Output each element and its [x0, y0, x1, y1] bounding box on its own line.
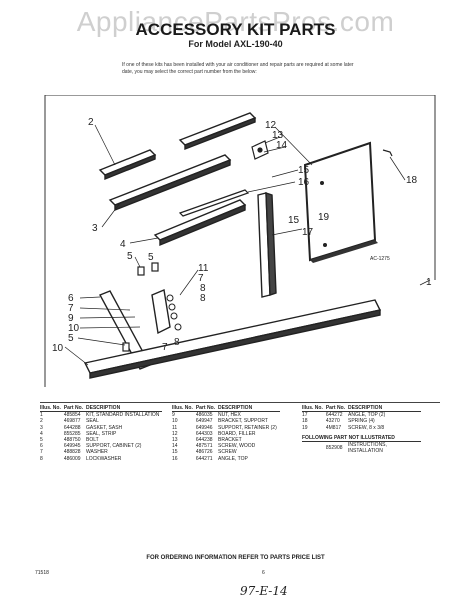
seal-part	[98, 112, 257, 181]
page-subtitle: For Model AXL-190-40	[188, 39, 283, 49]
bolt-part	[122, 262, 159, 352]
callout: 8	[200, 283, 206, 294]
callout: 13	[272, 130, 284, 141]
callout: 7	[68, 303, 74, 314]
ordering-note: FOR ORDERING INFORMATION REFER TO PARTS …	[146, 555, 325, 561]
header-illus: Illus. No.	[40, 405, 64, 413]
vertical-angle-part	[257, 192, 277, 298]
spring-part	[382, 149, 393, 157]
callout: 14	[276, 140, 288, 151]
filler-board-part	[303, 141, 378, 263]
page-title: ACCESSORY KIT PARTS	[135, 20, 336, 39]
page-number: 6	[262, 570, 265, 576]
callout: 15	[288, 215, 300, 226]
callout: 15	[298, 165, 310, 176]
callout: 8	[200, 293, 206, 304]
watermark: AppliancePartsPros.com	[76, 6, 395, 37]
callout: 1	[426, 277, 432, 288]
callout: 10	[68, 323, 80, 334]
callout: 16	[298, 177, 310, 188]
header-part: Part No.	[63, 405, 87, 413]
callout: 5	[127, 251, 133, 262]
diagram-frame	[45, 95, 436, 280]
support-bracket-part	[83, 299, 382, 379]
header-desc: DESCRIPTION	[348, 405, 422, 413]
callout: 5	[68, 333, 74, 344]
callout: 7	[162, 342, 168, 353]
exploded-diagram: 2 3 4 5 5 11 7 8 8 6 7 9 10 5 10 7 8 12 …	[40, 95, 440, 395]
callout: 9	[68, 313, 74, 324]
callout: 12	[265, 120, 277, 131]
header-part: Part No.	[325, 405, 349, 413]
intro-note: If one of these kits has been installed …	[122, 62, 354, 75]
leader-lines	[64, 124, 431, 366]
callout: 7	[198, 273, 204, 284]
header-desc: DESCRIPTION	[86, 405, 163, 413]
callout: 17	[302, 227, 314, 238]
callout: 6	[68, 293, 74, 304]
header-illus: Illus. No.	[302, 405, 326, 413]
handwritten-note: 97-E-14	[240, 584, 288, 598]
callout-labels: 2 3 4 5 5 11 7 8 8 6 7 9 10 5 10 7 8 12 …	[52, 117, 432, 354]
header-illus: Illus. No.	[172, 405, 196, 413]
callout: 18	[406, 175, 418, 186]
document-code: 71518	[35, 570, 49, 576]
callout: 8	[174, 337, 180, 348]
seal-strip-part	[153, 199, 247, 247]
table-row: 852908 INSTRUCTIONS, INSTALLATION	[325, 442, 387, 455]
diagram-ref: AC-1275	[370, 256, 390, 262]
diagram-svg: 2 3 4 5 5 11 7 8 8 6 7 9 10 5 10 7 8 12 …	[44, 95, 436, 387]
header-part: Part No.	[195, 405, 219, 413]
not-illustrated-heading: FOLLOWING PART NOT ILLUSTRATED	[302, 434, 422, 442]
callout: 10	[52, 343, 64, 354]
bracket-part	[251, 140, 269, 160]
callout: 5	[148, 252, 154, 263]
callout: 3	[92, 223, 98, 234]
sash-gasket-part	[108, 154, 232, 212]
callout: 11	[198, 263, 209, 274]
callout: 2	[88, 117, 94, 128]
header-desc: DESCRIPTION	[218, 405, 280, 413]
hardware-part	[166, 294, 182, 331]
callout: 4	[120, 239, 126, 250]
divider	[40, 402, 440, 403]
callout: 19	[318, 212, 330, 223]
top-angle-part	[178, 189, 250, 217]
